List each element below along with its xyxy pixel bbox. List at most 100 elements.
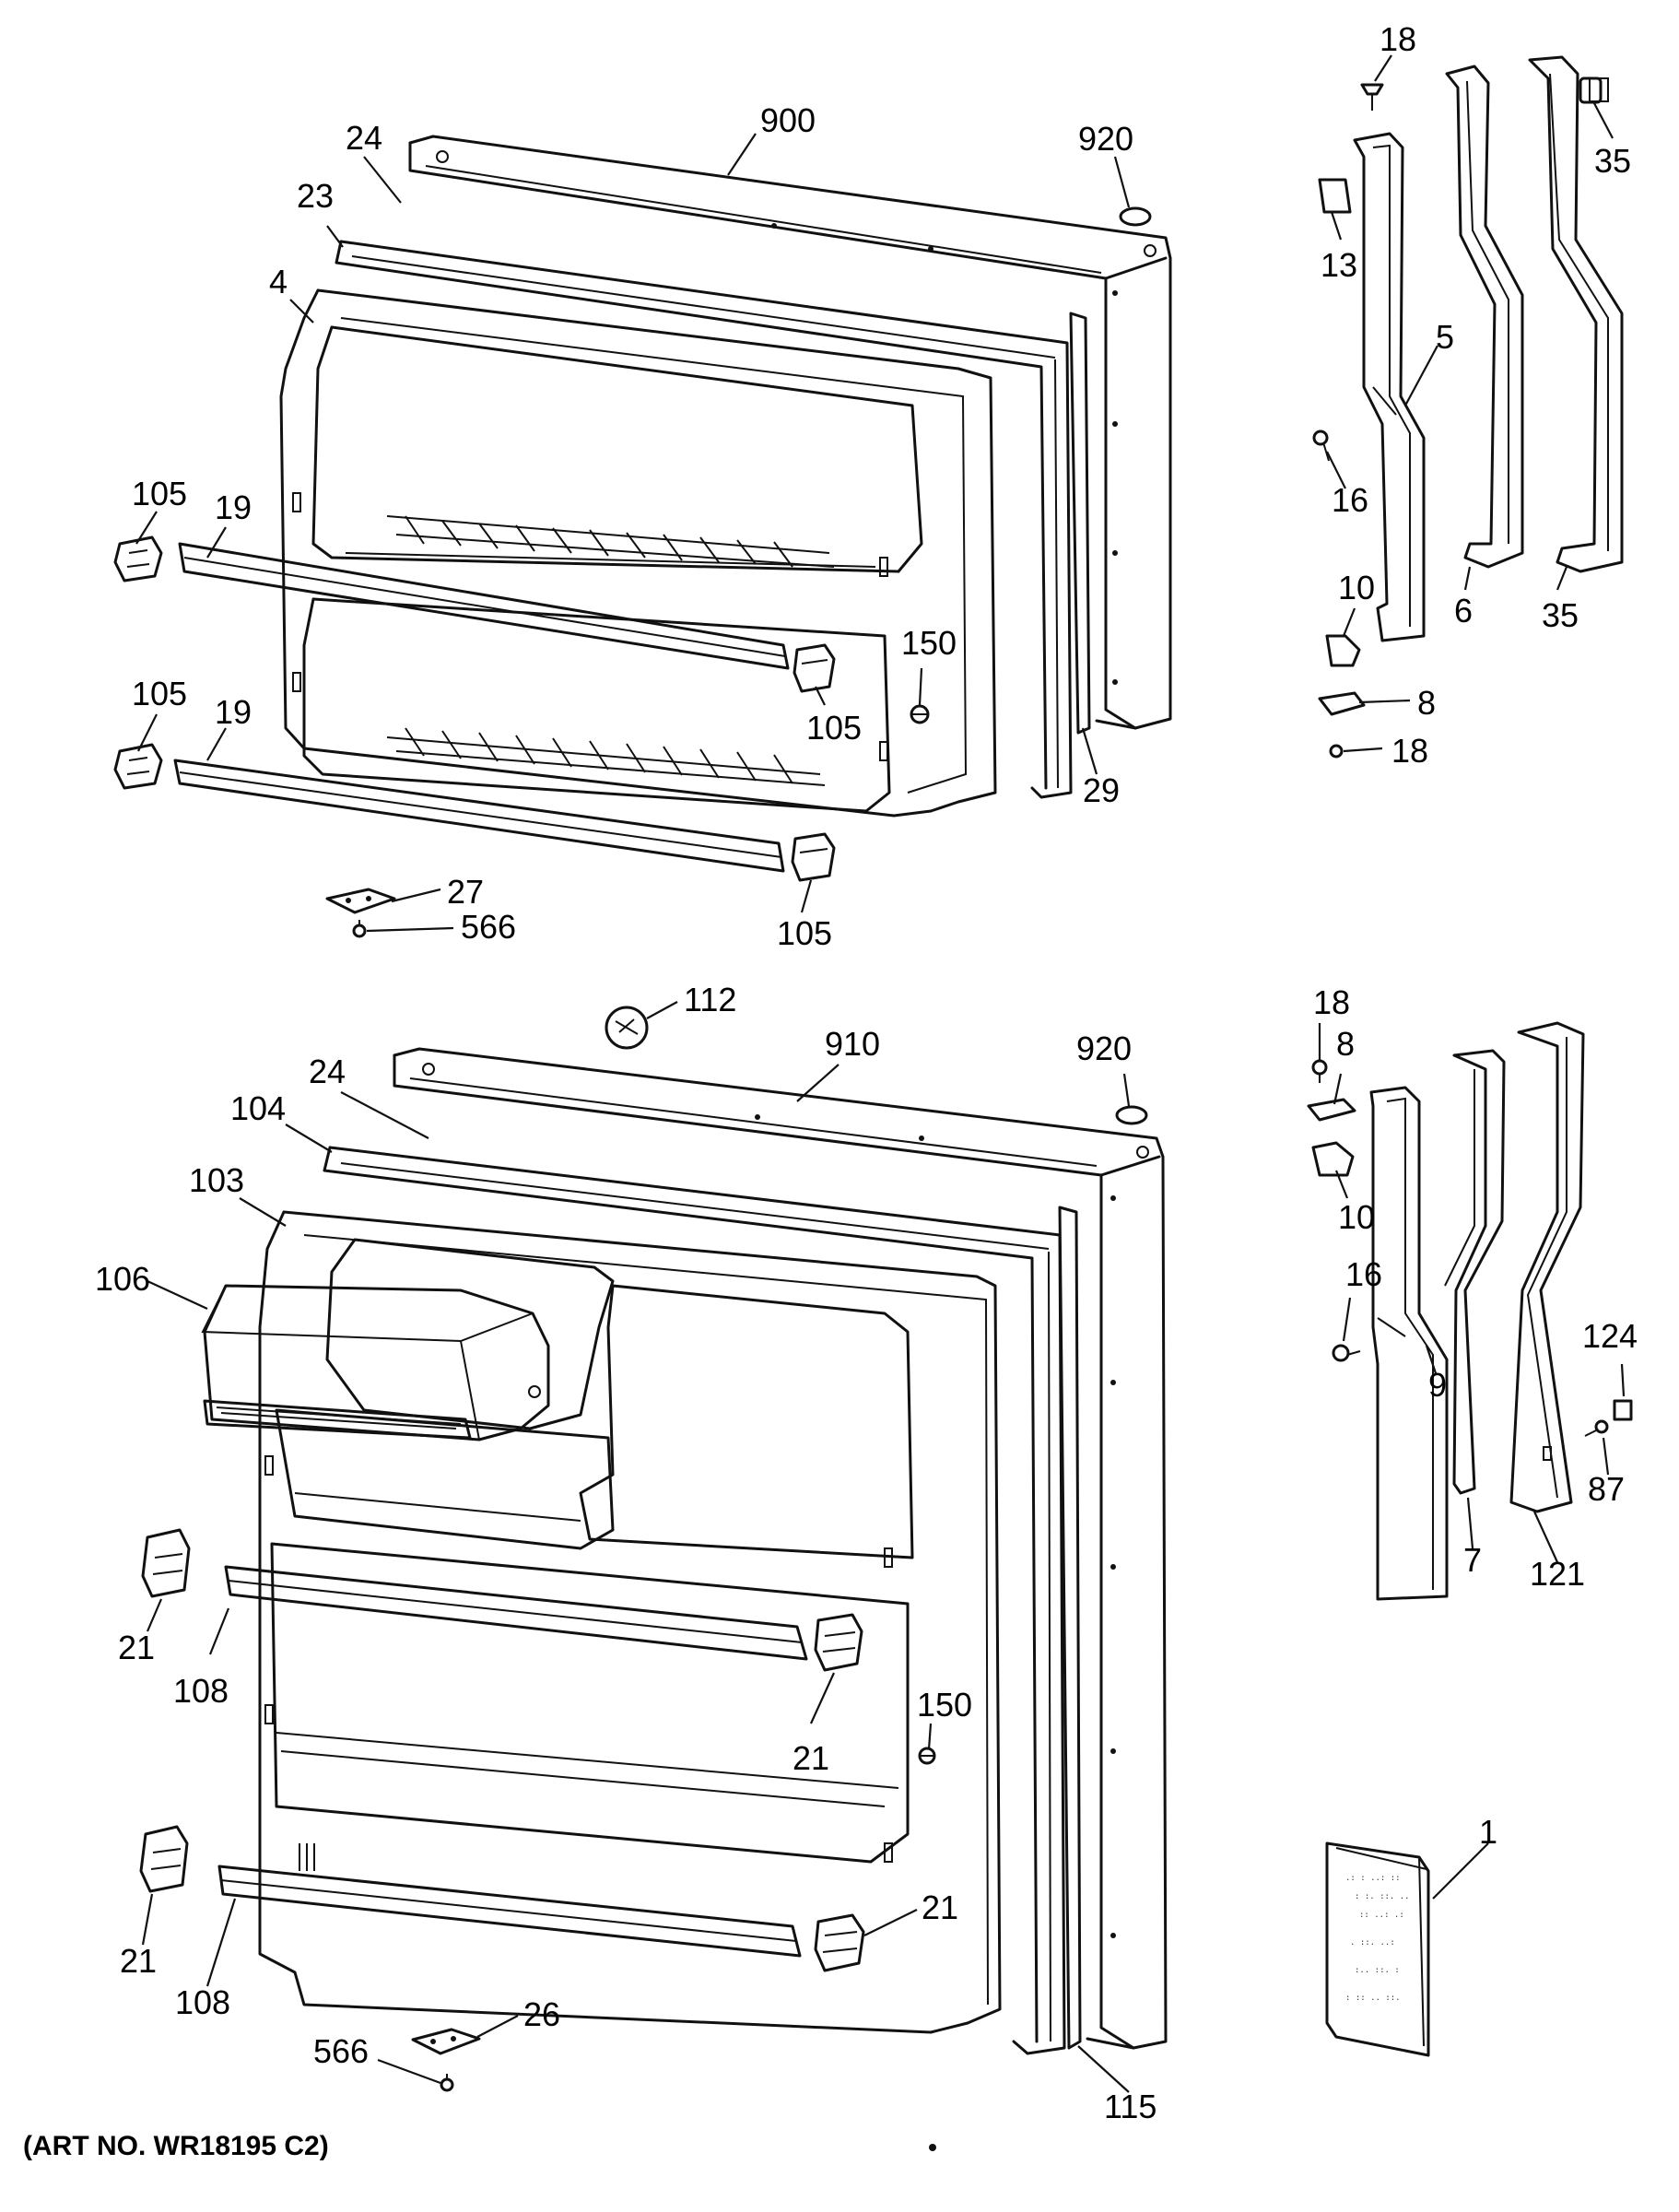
fresh-food-bar-end-21-c <box>139 1825 189 1893</box>
callout-9: 9 <box>1428 1366 1447 1404</box>
freezer-bar-end-cap-105-c <box>793 643 836 693</box>
callout-566-lower: 566 <box>313 2032 369 2070</box>
callout-920-top: 920 <box>1078 120 1133 158</box>
fresh-food-bar-end-21-a <box>141 1528 191 1598</box>
leader-lines <box>135 54 1626 2093</box>
callout-108-b: 108 <box>175 1983 230 2021</box>
svg-text::.. ::. :: :.. ::. : <box>1355 1966 1400 1975</box>
fresh-food-hinge-plate-8 <box>1307 1098 1356 1122</box>
callout-121: 121 <box>1530 1555 1585 1593</box>
svg-text:.: : ..: ::: .: : ..: :: <box>1345 1874 1401 1883</box>
callout-8-top: 8 <box>1417 684 1436 722</box>
callout-21-d: 21 <box>120 1942 157 1980</box>
svg-text:: :: .. ::.: : :: .. ::. <box>1345 1994 1401 2003</box>
callout-105-d: 105 <box>777 914 832 952</box>
fresh-food-cover-10 <box>1311 1141 1355 1177</box>
callout-18-top: 18 <box>1380 20 1416 58</box>
callout-150-top: 150 <box>901 624 957 662</box>
fresh-food-screw-87 <box>1584 1419 1609 1437</box>
fresh-food-outer-door-910 <box>393 1047 1168 2050</box>
freezer-cover-10 <box>1325 634 1361 667</box>
svg-text::: ..: .:: :: ..: .: <box>1359 1911 1404 1920</box>
fresh-food-bar-end-21-b <box>814 1613 863 1672</box>
callout-112: 112 <box>684 981 736 1018</box>
fresh-food-screw-16 <box>1332 1344 1361 1362</box>
art-number-caption: (ART NO. WR18195 C2) <box>23 2131 329 2161</box>
callout-13: 13 <box>1321 246 1357 284</box>
freezer-screw-566 <box>352 920 367 938</box>
callout-24-lower: 24 <box>309 1053 346 1090</box>
callout-27: 27 <box>447 873 484 911</box>
freezer-door-assembly <box>113 135 1172 938</box>
callout-16-top: 16 <box>1332 481 1368 519</box>
fresh-food-handle-rail-7 <box>1444 1049 1506 1495</box>
callout-29: 29 <box>1083 771 1120 809</box>
fresh-food-door-bar-108-lower <box>217 1865 802 1958</box>
callout-105-a: 105 <box>132 475 187 512</box>
fresh-food-gasket-strip-115 <box>1058 1206 1082 2050</box>
callout-103: 103 <box>189 1161 244 1199</box>
callout-19-a: 19 <box>215 488 252 526</box>
callout-115: 115 <box>1104 2088 1157 2125</box>
callout-104: 104 <box>230 1089 286 1127</box>
fresh-food-door-gasket <box>323 1146 1066 2055</box>
freezer-bar-end-cap-105-b <box>113 743 163 790</box>
svg-text:: :. ::. ..: : :. ::. .. <box>1355 1892 1410 1901</box>
freezer-screw-18-top <box>1360 83 1384 111</box>
freezer-door-liner <box>279 288 997 818</box>
freezer-handle-rail-35 <box>1528 55 1624 573</box>
callout-21-b: 21 <box>793 1739 829 1777</box>
callout-6: 6 <box>1454 592 1473 629</box>
callout-19-b: 19 <box>215 693 252 731</box>
freezer-cap-35 <box>1579 76 1603 104</box>
freezer-plug-920 <box>1119 206 1152 227</box>
freezer-door-bar-upper <box>178 542 790 670</box>
callout-35-bottom: 35 <box>1542 596 1579 634</box>
freezer-hinge-plate-8 <box>1318 691 1366 716</box>
fresh-food-door-bar-108-upper <box>224 1565 808 1661</box>
callout-920-lower: 920 <box>1076 1030 1132 1067</box>
svg-text:. ::. ..:: . ::. ..: <box>1350 1938 1395 1947</box>
callout-18-bottom: 18 <box>1391 732 1428 770</box>
fresh-food-handle-9 <box>1369 1086 1449 1601</box>
freezer-gasket-strip-29 <box>1069 312 1091 735</box>
fresh-food-screw-150 <box>918 1747 936 1765</box>
freezer-screw-18-bottom <box>1329 744 1344 759</box>
freezer-hinge-cover-27 <box>325 888 396 914</box>
callout-105-c: 105 <box>806 709 862 747</box>
callout-21-c: 21 <box>922 1888 958 1926</box>
freezer-handle-rail-6 <box>1445 65 1524 569</box>
callout-10-top: 10 <box>1338 569 1375 606</box>
freezer-bar-end-cap-105-d <box>791 832 836 882</box>
callout-7: 7 <box>1463 1541 1482 1579</box>
fresh-food-door-liner <box>258 1210 1002 2034</box>
callout-900: 900 <box>760 101 816 139</box>
freezer-handle-bracket-13 <box>1318 178 1352 214</box>
callout-35-top: 35 <box>1594 142 1631 180</box>
callout-108-a: 108 <box>173 1672 229 1710</box>
callout-150-lower: 150 <box>917 1686 972 1724</box>
callout-labels: 18 900 920 35 24 23 13 4 5 105 19 16 10 … <box>95 20 1638 2125</box>
callout-106: 106 <box>95 1260 150 1298</box>
fresh-food-handle-rail-121 <box>1509 1021 1585 1513</box>
callout-105-b: 105 <box>132 675 187 712</box>
freezer-door-bar-lower <box>173 759 785 873</box>
callout-87: 87 <box>1588 1470 1625 1508</box>
callout-21-a: 21 <box>118 1629 155 1666</box>
fresh-food-dairy-door-106 <box>201 1284 550 1441</box>
callout-566-top: 566 <box>461 908 516 946</box>
callout-5: 5 <box>1436 318 1454 356</box>
callout-24-top: 24 <box>346 119 382 157</box>
fresh-food-plug-112 <box>605 1006 649 1050</box>
fresh-food-screw-566 <box>440 2074 454 2092</box>
callout-26: 26 <box>523 1995 560 2033</box>
freezer-handle-5 <box>1353 132 1426 642</box>
freezer-screw-150 <box>910 704 930 724</box>
callout-18-lower: 18 <box>1313 983 1350 1021</box>
freezer-screw-16 <box>1312 429 1330 462</box>
fresh-food-door-assembly <box>139 1006 1168 2092</box>
fresh-food-hinge-cover-26 <box>411 2028 481 2055</box>
callout-23: 23 <box>297 177 334 215</box>
callout-10-lower: 10 <box>1338 1198 1375 1236</box>
